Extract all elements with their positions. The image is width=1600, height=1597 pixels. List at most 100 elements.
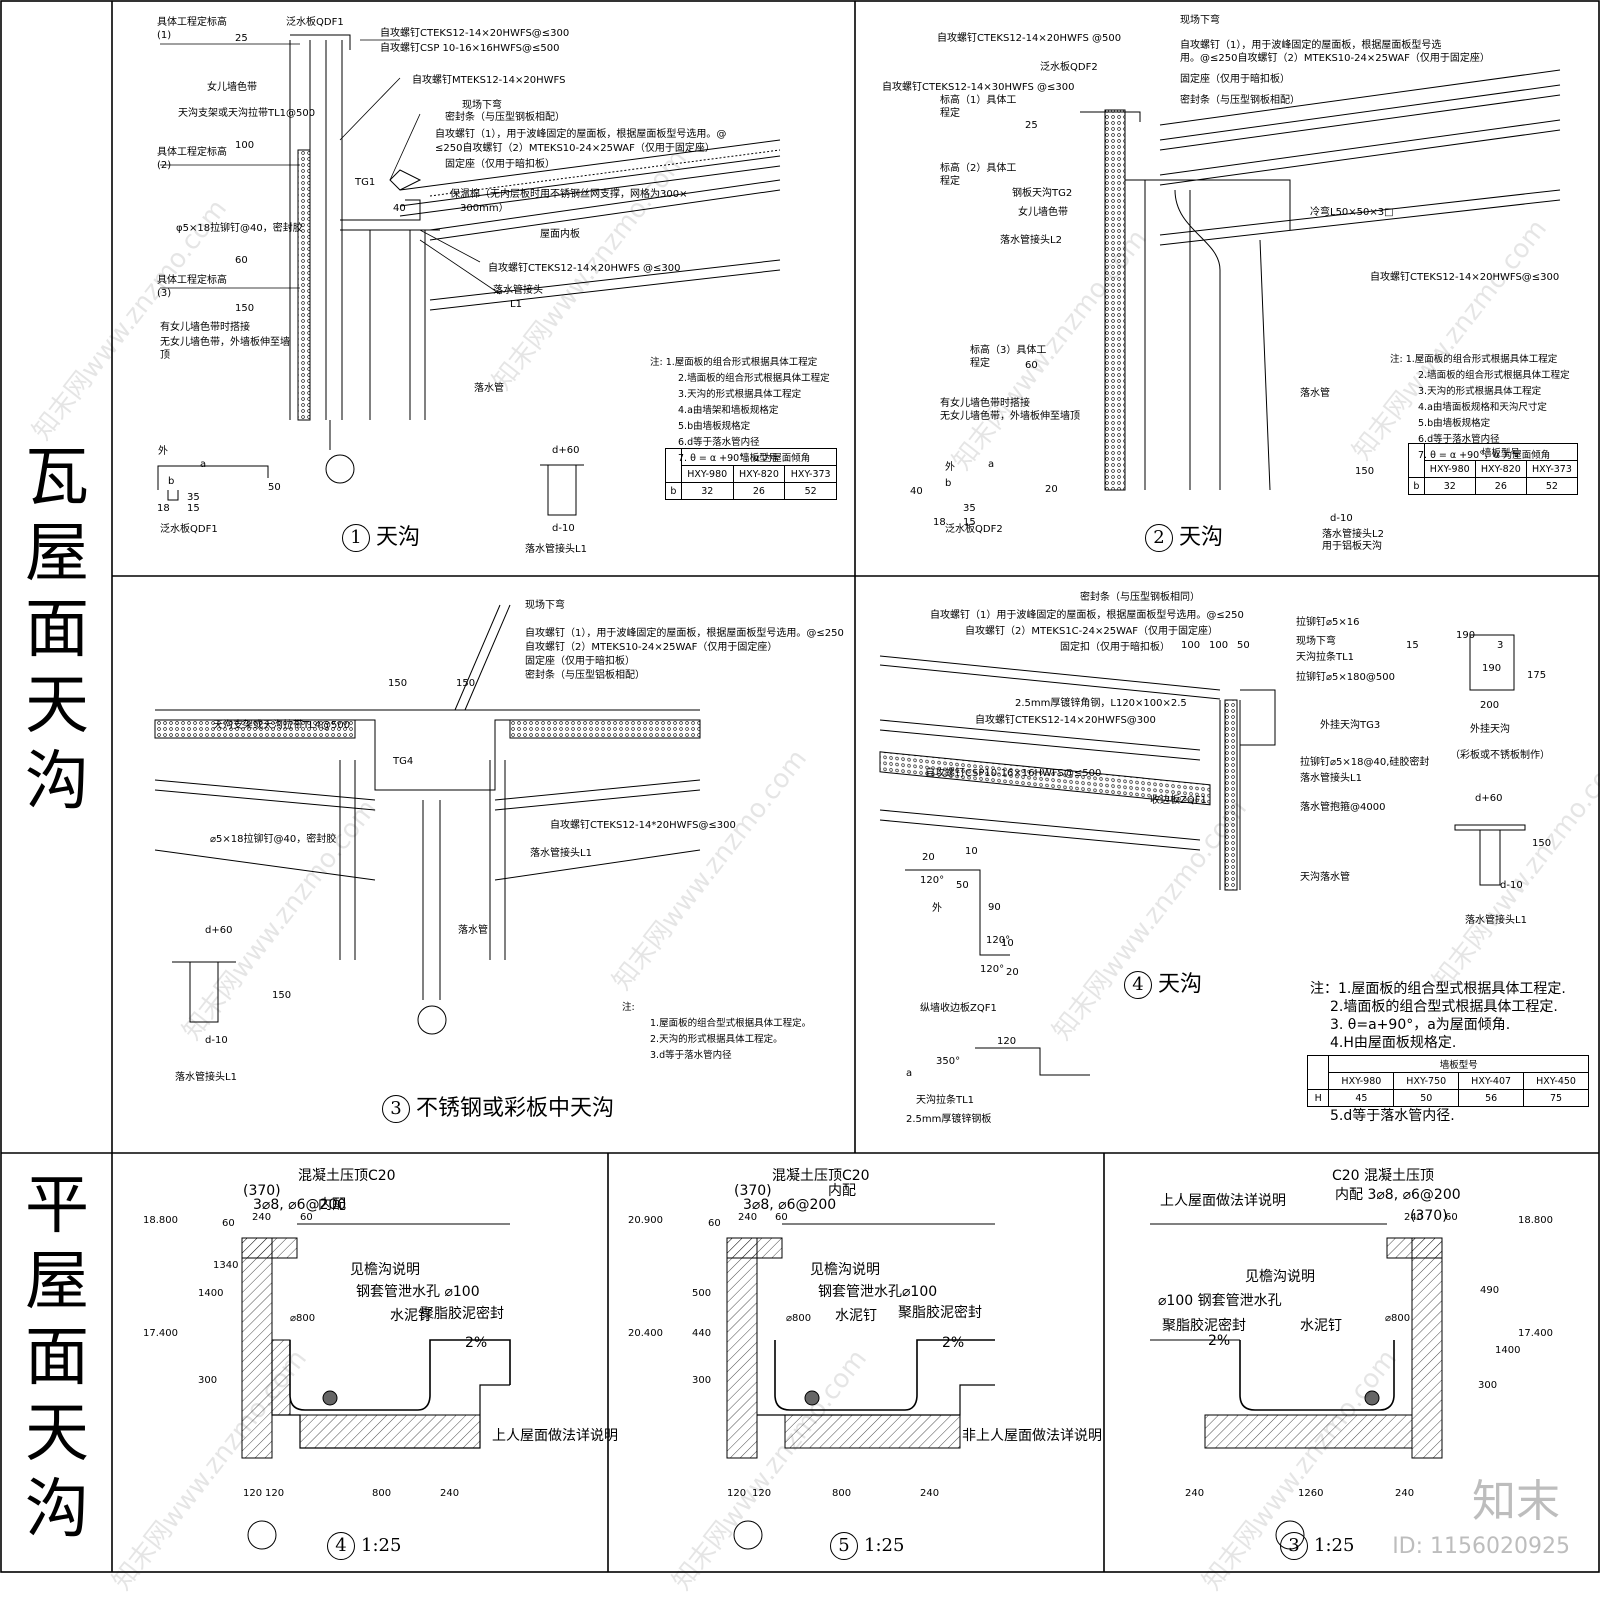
panel4-label: 固定扣（仅用于暗扣板）	[1060, 642, 1170, 653]
panel4-drawing	[879, 634, 1526, 1076]
panel4-label: 拉铆钉⌀5×18@40,硅胶密封	[1300, 757, 1430, 768]
panel1-dimension: 100	[235, 140, 255, 151]
panel2-label: 自攻螺钉CTEKS12-14×20HWFS @500	[937, 33, 1122, 44]
panel1-label: 具体工程定标高	[157, 147, 227, 158]
panel2-label: 落水管接头L2	[1000, 235, 1062, 246]
flat1-label: 内配	[318, 1197, 346, 1213]
flat3-dimension: 240	[1185, 1488, 1205, 1499]
note-line: 4.H由屋面板规格定.	[1330, 1035, 1457, 1051]
panel1-label: 落水管接头	[493, 285, 543, 296]
panel1-label: L1	[510, 299, 522, 310]
table-cell: 52	[1525, 477, 1579, 495]
flat2-label: 非上人屋面做法详说明	[962, 1428, 1102, 1444]
note-line: 3.天沟的形式根据具体工程定	[1418, 386, 1542, 397]
note-line: 3.天沟的形式根据具体工程定	[678, 389, 802, 400]
panel4-dimension: d+60	[1475, 793, 1503, 804]
flat1-dimension: 120	[243, 1488, 263, 1499]
panel3-label: ⌀5×18拉铆钉@40，密封胶	[210, 834, 337, 845]
table-cell: 52	[784, 482, 837, 500]
table-cell: 26	[1474, 477, 1527, 495]
panel4-label: 2.5mm厚镀锌钢板	[906, 1114, 992, 1125]
panel4-label: 现场下弯	[1296, 636, 1336, 647]
flat3-dimension: 300	[1478, 1380, 1498, 1391]
flat3-label: 2%	[1208, 1333, 1231, 1349]
flat2-label: 2%	[942, 1335, 965, 1351]
flat2-dimension: 240	[920, 1488, 940, 1499]
panel4-dimension: 150	[1532, 838, 1552, 849]
note-line: 3.d等于落水管内径	[650, 1050, 732, 1061]
flat2-caption-num: 5	[830, 1532, 858, 1560]
panel4-label: 自攻螺钉CTEKS12-14×20HWFS@300	[975, 715, 1156, 726]
flat2-label: 聚脂胶泥密封	[898, 1305, 982, 1321]
panel2-dimension: 150	[1355, 466, 1375, 477]
panel4-dimension: 100	[1209, 640, 1229, 651]
panel4-label: 外挂天沟	[1470, 724, 1510, 735]
table-corner	[1408, 443, 1425, 478]
panel4-label: 纵墙收边板ZQF1	[920, 1003, 997, 1014]
panel2-label: 冷弯L50×50×3□	[1310, 207, 1394, 218]
flat3-dimension: 17.400	[1518, 1328, 1553, 1339]
table-col-header: HXY-980	[1423, 460, 1476, 478]
panel1-dimension: b	[168, 476, 175, 487]
panel2-dimension: 18	[933, 517, 946, 528]
panel1-label: 固定座（仅用于暗扣板）	[445, 159, 555, 170]
panel1-dimension: 40	[393, 203, 406, 214]
flat1-dimension: 1400	[198, 1288, 224, 1299]
flat1-label: 2%	[465, 1335, 488, 1351]
note-line: 注: 1.屋面板的组合形式根据具体工程定	[650, 357, 818, 368]
table-corner	[665, 448, 682, 483]
panel3-label: 落水管接头L1	[175, 1072, 237, 1083]
flat3-label: 聚脂胶泥密封	[1162, 1318, 1246, 1334]
flat2-label: 混凝土压顶C20	[772, 1168, 870, 1184]
flat1-dimension: ⌀800	[290, 1313, 316, 1324]
flat1-dimension: 800	[372, 1488, 392, 1499]
panel1-dimension: 35	[187, 492, 200, 503]
panel1-label: 有女儿墙色带时搭接	[160, 322, 250, 333]
panel3-drawing	[154, 604, 701, 1035]
flat2-label: 钢套管泄水孔⌀100	[818, 1284, 938, 1300]
panel4-dimension: 50	[956, 880, 969, 891]
table-col-header: HXY-750	[1393, 1072, 1460, 1090]
flat1-dimension: 60	[300, 1212, 313, 1223]
panel4-dimension: 90	[988, 902, 1001, 913]
flat1-label: 聚脂胶泥密封	[420, 1306, 504, 1322]
panel4-dimension: 100	[1181, 640, 1201, 651]
panel2-caption-text: 天沟	[1179, 525, 1224, 550]
panel2-label: 现场下弯	[1180, 15, 1220, 26]
table-cell: 50	[1393, 1089, 1460, 1107]
panel4-label: 密封条（与压型钢板相同）	[1080, 592, 1200, 603]
panel4-notes: 注：1.屋面板的组合型式根据具体工程定.2.墙面板的组合型式根据具体工程定.3.…	[1310, 980, 1566, 1052]
panel1-label: 泛水板QDF1	[160, 524, 218, 535]
note-line: 注：1.屋面板的组合型式根据具体工程定.	[1310, 981, 1566, 997]
panel3-caption-text: 不锈钢或彩板中天沟	[416, 1096, 615, 1121]
note-line: 4.a由墙架和墙板规格定	[678, 405, 779, 416]
panel3-dimension: d+60	[205, 925, 233, 936]
flat1-caption-text: 1:25	[361, 1535, 402, 1556]
flat3-label: 上人屋面做法详说明	[1160, 1193, 1286, 1209]
panel1-label: 自攻螺钉MTEKS12-14×20HWFS	[412, 75, 566, 86]
panel4-label: 落水管接头L1	[1465, 915, 1527, 926]
note-line: 注: 1.屋面板的组合形式根据具体工程定	[1390, 354, 1558, 365]
flat2-dimension: ⌀800	[786, 1313, 812, 1324]
note-line: 2.墙面板的组合型式根据具体工程定.	[1330, 999, 1558, 1015]
flat3-label: ⌀100 钢套管泄水孔	[1158, 1293, 1282, 1309]
panel2-dimension: b	[945, 478, 952, 489]
panel1-label: φ5×18拉铆钉@40，密封胶	[176, 223, 303, 234]
panel2-label: 标高（1）具体工	[940, 95, 1017, 106]
note-line: 2.天沟的形式根据具体工程定。	[650, 1034, 783, 1045]
panel2-caption-num: 2	[1145, 524, 1173, 552]
panel4-dimension: 20	[922, 852, 935, 863]
panel2-dimension: 15	[963, 517, 976, 528]
flat1-label: 3⌀8, ⌀6@200	[253, 1197, 347, 1213]
panel3-label: 落水管	[458, 925, 488, 936]
flat1-dimension: 240	[440, 1488, 460, 1499]
note-line: 4.a由墙面板规格和天沟尺寸定	[1418, 402, 1547, 413]
panel4-label: （彩板或不锈板制作）	[1450, 750, 1550, 761]
